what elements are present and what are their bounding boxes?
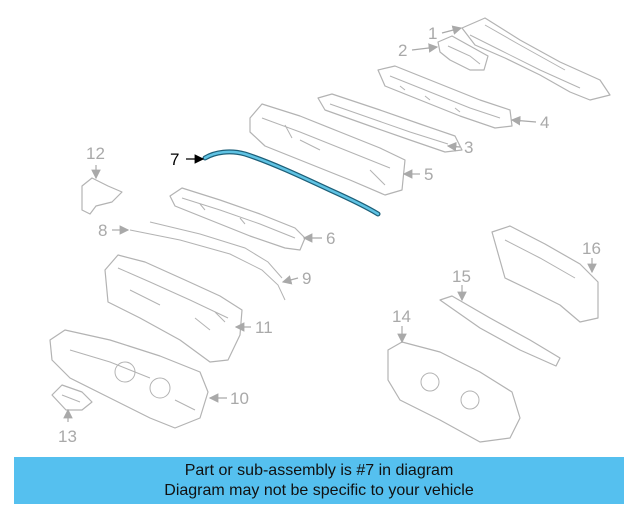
callout-1[interactable]: 1 [428,24,437,43]
part-16-insulator[interactable] [491,225,599,323]
callout-11[interactable]: 11 [255,318,273,337]
part-3-panel[interactable] [317,93,463,153]
callout-15[interactable]: 15 [452,267,471,286]
callout-13[interactable]: 13 [58,427,77,446]
callout-5[interactable]: 5 [424,165,433,184]
part-13-bracket[interactable] [51,384,93,411]
callout-16[interactable]: 16 [582,239,601,258]
callout-7[interactable]: 7 [170,150,179,169]
part-2-bracket[interactable] [437,35,489,71]
callout-10[interactable]: 10 [230,389,249,408]
callout-12[interactable]: 12 [86,144,105,163]
callout-6[interactable]: 6 [326,229,335,248]
callout-9[interactable]: 9 [302,269,311,288]
parts-diagram: 1 2 3 4 5 6 7 8 9 10 11 12 13 14 15 16 [49,17,611,446]
part-15-bar[interactable] [439,295,561,367]
part-14-insulator[interactable] [387,341,521,443]
part-5-panel[interactable] [249,103,406,196]
part-7-weatherstrip[interactable] [202,149,381,217]
part-12-bracket[interactable] [81,177,123,215]
part-9-seal[interactable] [129,221,286,301]
part-11-panel[interactable] [104,254,243,363]
part-10-dash-panel[interactable] [49,329,209,429]
callout-8[interactable]: 8 [98,221,107,240]
part-6-panel[interactable] [169,187,306,251]
callout-2[interactable]: 2 [398,41,407,60]
callout-14[interactable]: 14 [392,307,411,326]
callout-3[interactable]: 3 [464,138,473,157]
leader-lines [63,25,597,422]
info-banner: Part or sub-assembly is #7 in diagram Di… [14,457,624,504]
callout-4[interactable]: 4 [540,113,549,132]
part-4-panel[interactable] [377,65,513,129]
banner-line-1: Part or sub-assembly is #7 in diagram [184,461,454,479]
part-1-cowl-panel[interactable] [461,17,611,101]
banner-line-2: Diagram may not be specific to your vehi… [164,481,474,499]
